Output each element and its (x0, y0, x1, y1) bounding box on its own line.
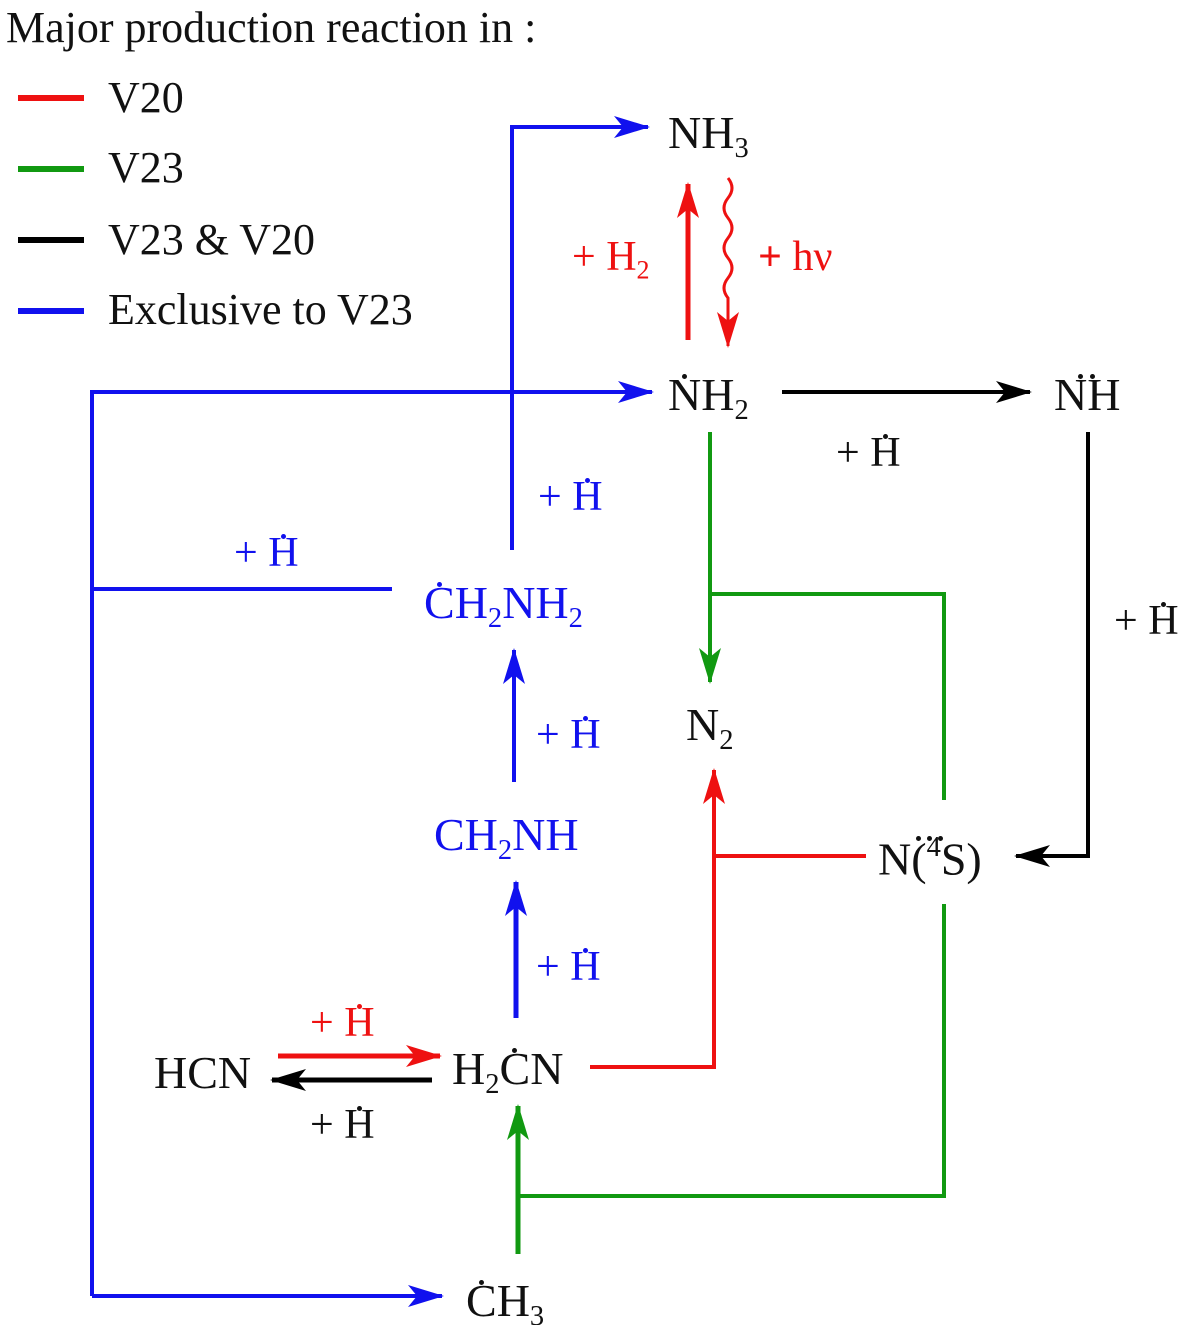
label-plus-h-hcn-forward: + H (310, 1000, 375, 1046)
label-plus-h-nh-n4s: + H (1114, 598, 1179, 644)
label-plus-h2: + H2 (572, 234, 650, 285)
arrow-left-bus-to-nh2 (90, 381, 654, 1296)
species-h2cn: H2CN (452, 1043, 564, 1101)
species-ch3: CH3 (466, 1275, 545, 1325)
legend-swatch-v23 (18, 166, 84, 172)
label-plus-hv: + hν (758, 234, 833, 280)
label-plus-h-hcn-reverse: + H (310, 1102, 375, 1148)
legend-swatch-both (18, 237, 84, 243)
label-plus-h-ch2nh2-nh3: + H (538, 474, 603, 520)
label-plus-h-nh2-nh: + H (836, 430, 901, 476)
species-n-4s: N(4S) (878, 832, 982, 885)
species-hcn: HCN (154, 1047, 252, 1098)
arrow-nh-to-n4s (1014, 432, 1090, 867)
label-plus-h-ch2nh2-bus: + H (234, 530, 299, 576)
legend-swatch-exclusive (18, 308, 84, 314)
line-n4s-down (518, 904, 946, 1198)
label-plus-h-ch2nh: + H (536, 712, 601, 758)
legend-label-exclusive: Exclusive to V23 (108, 285, 413, 334)
arrow-h2cn-to-n2 (590, 768, 725, 1069)
legend-label-both: V23 & V20 (108, 215, 315, 264)
species-ch2nh: CH2NH (434, 809, 579, 867)
legend-title: Major production reaction in : (6, 3, 537, 52)
species-ch2nh2: CH2NH2 (424, 577, 583, 635)
species-nh3: NH3 (668, 107, 749, 165)
species-n2: N2 (686, 699, 734, 757)
species-nh2: NH2 (668, 369, 749, 427)
arrow-photolysis-nh3-to-nh2 (717, 177, 739, 348)
legend-swatch-v20 (18, 95, 84, 101)
legend-label-v23: V23 (108, 143, 184, 192)
legend-label-v20: V20 (108, 73, 184, 122)
arrow-ch2nh2-to-nh3 (510, 116, 650, 550)
label-plus-h-h2cn: + H (536, 944, 601, 990)
species-nh: NH (1054, 369, 1121, 420)
line-n4s-to-n2-green (710, 592, 946, 800)
